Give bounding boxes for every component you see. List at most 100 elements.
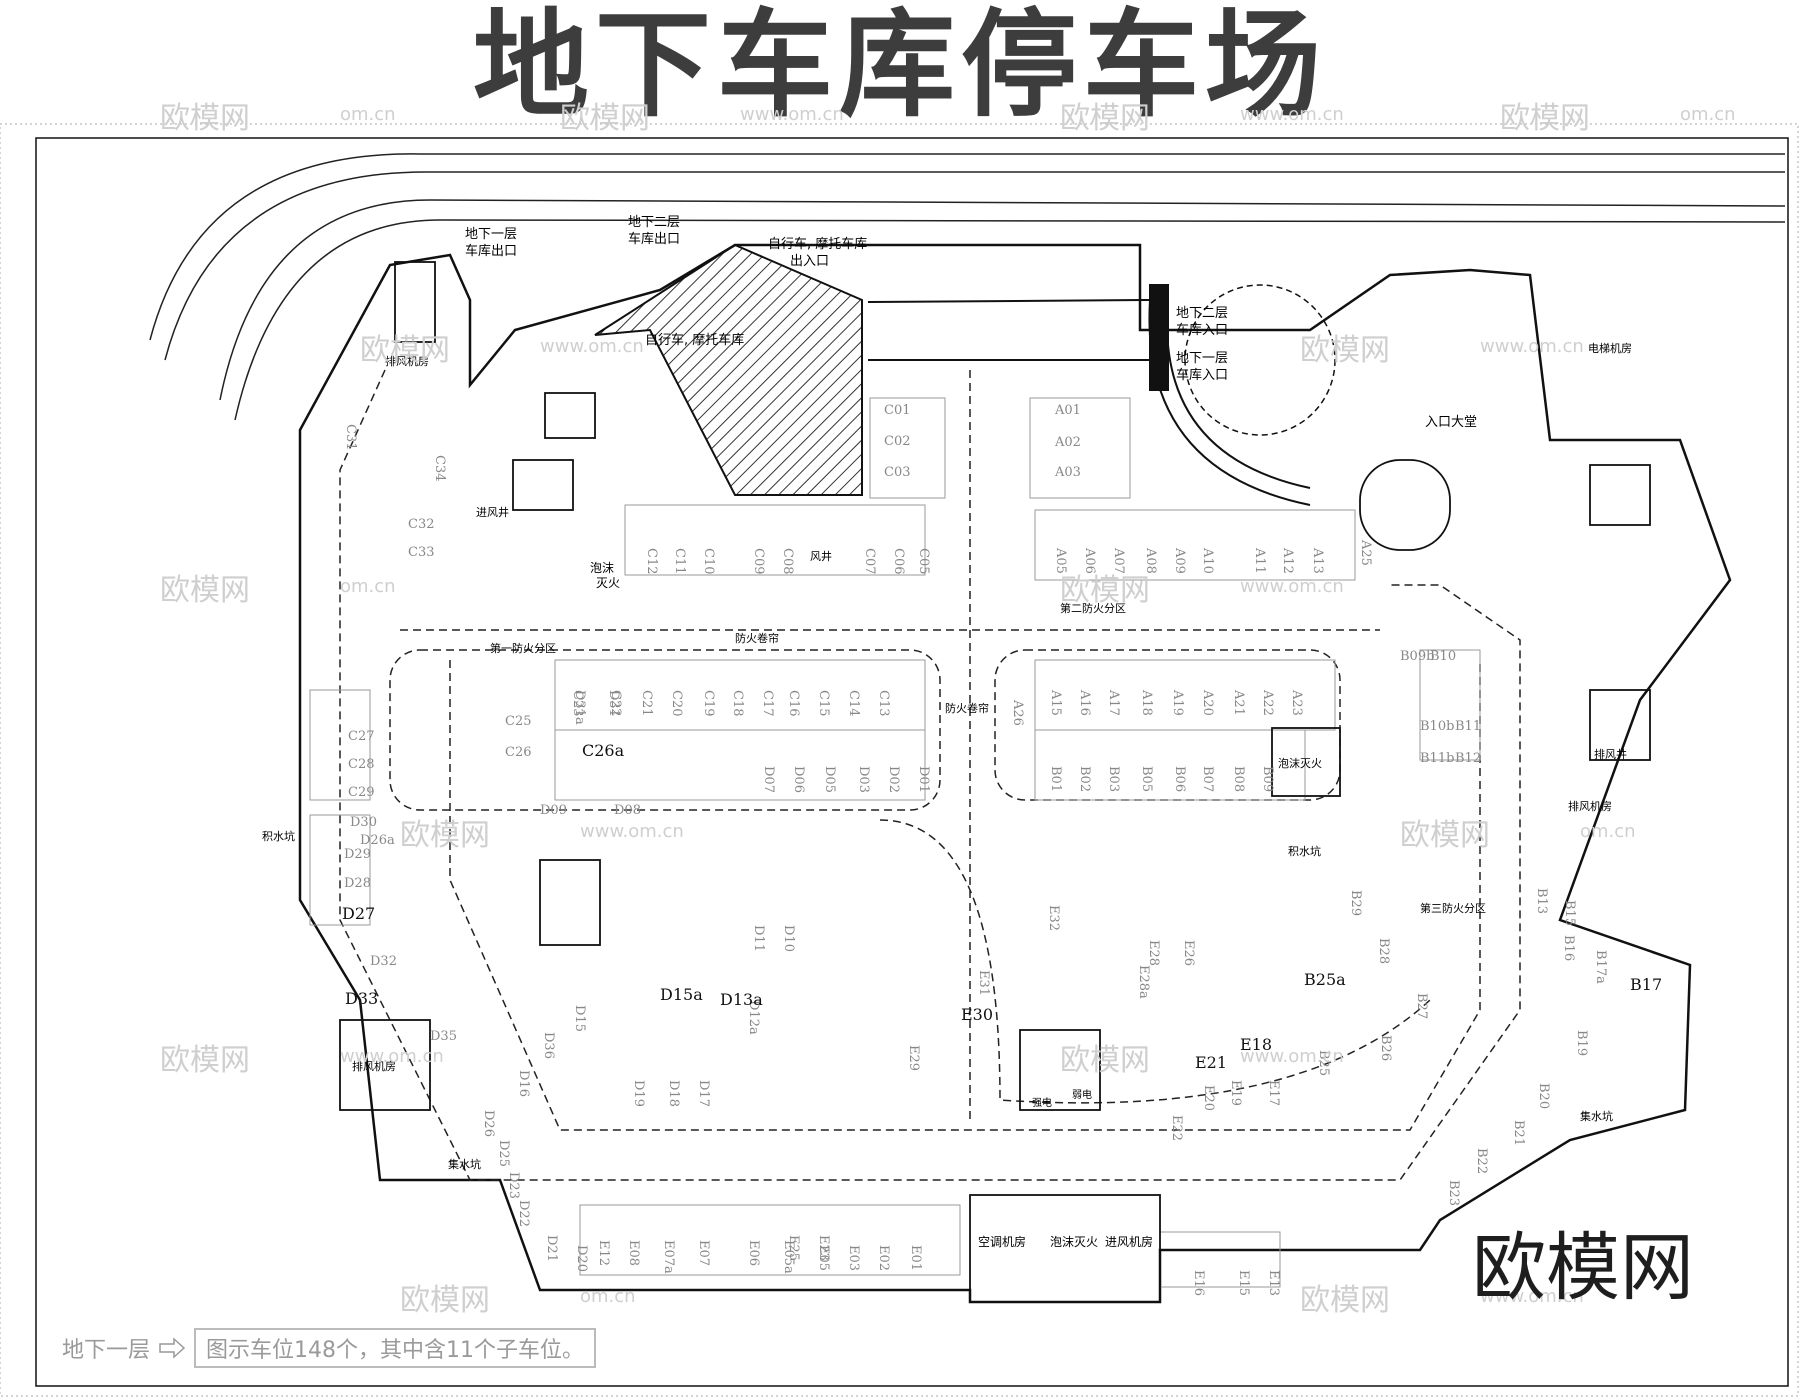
parking-spot-c05: C05	[916, 548, 931, 575]
parking-spot-d09: D09	[540, 803, 567, 818]
parking-spot-a17: A17	[1106, 689, 1121, 716]
parking-spot-d35: D35	[430, 1029, 457, 1044]
exhaust-shaft-label: 排风井	[1594, 747, 1627, 761]
street-curbs	[149, 153, 1786, 421]
parking-spot-d28: D28	[344, 876, 371, 891]
parking-spot-d31a: D31a	[572, 690, 587, 725]
exhaust-room-3-label: 排风机房	[385, 354, 429, 368]
parking-spot-a21: A21	[1231, 689, 1246, 716]
sump-1-label: 积水坑	[262, 829, 295, 843]
parking-spot-b13: B13	[1534, 888, 1549, 914]
parking-spot-e07: E07	[696, 1240, 711, 1266]
parking-spot-d02: D02	[886, 766, 901, 793]
b1-exit-label: 地下一层车库出口	[465, 227, 517, 259]
stair-cores	[339, 261, 1651, 1111]
parking-spot-d22: D22	[516, 1200, 531, 1227]
parking-spot-e12: E12	[596, 1240, 611, 1266]
parking-spot-e06: E06	[746, 1240, 761, 1266]
parking-spot-e16: E16	[1191, 1270, 1206, 1296]
parking-spot-b11: B11	[1455, 719, 1481, 734]
parking-spot-c16: C16	[786, 690, 801, 717]
parking-spot-c08: C08	[780, 548, 795, 575]
parking-spot-b25: B25	[1316, 1050, 1331, 1076]
parking-spot-c23: C23	[570, 690, 585, 717]
parking-spot-c19: C19	[701, 690, 716, 717]
parking-spot-e32: E32	[1046, 905, 1061, 931]
parking-spot-c03: C03	[884, 465, 911, 480]
watermark-domain: www.om.cn	[1240, 576, 1344, 597]
watermark-logo: 欧模网	[160, 1043, 250, 1078]
service-rooms	[969, 727, 1341, 1303]
watermark-domain: www.om.cn	[580, 821, 684, 842]
parking-spot-e31: E31	[976, 970, 991, 996]
bike-garage-area	[594, 243, 863, 496]
parking-spot-a08: A08	[1143, 547, 1158, 574]
parking-spot-d30: D30	[350, 815, 377, 830]
parking-spot-c31: C31	[343, 424, 358, 451]
parking-spot-b16: B16	[1561, 935, 1576, 961]
parking-spot-d27: D27	[342, 904, 375, 923]
parking-spot-a19: A19	[1170, 689, 1185, 716]
parking-spot-b10: B10	[1430, 649, 1456, 664]
parking-spot-a20: A20	[1200, 689, 1215, 716]
parking-spot-d33: D33	[345, 989, 378, 1008]
parking-spot-c22: C22	[608, 690, 623, 717]
parking-spot-d01: D01	[916, 766, 931, 793]
parking-spot-c01: C01	[884, 403, 911, 418]
parking-spot-d26a: D26a	[360, 833, 395, 848]
parking-spot-b03: B03	[1106, 766, 1121, 792]
low-voltage-room-label: 弱电	[1072, 1088, 1092, 1101]
parking-spot-c27: C27	[348, 729, 375, 744]
sump-2-label: 积水坑	[1288, 844, 1321, 858]
parking-spot-a22: A22	[1260, 689, 1275, 716]
parking-spot-b19: B19	[1574, 1030, 1589, 1056]
parking-spot-b17a: B17a	[1593, 950, 1608, 984]
parking-spot-e13: E13	[1266, 1270, 1281, 1296]
parking-spot-d06: D06	[791, 766, 806, 793]
watermark-logo: 欧模网	[1300, 333, 1390, 368]
parking-spot-c26a: C26a	[582, 741, 625, 760]
parking-spot-a01: A01	[1054, 403, 1081, 418]
exhaust-room-2-label: 排风机房	[1568, 799, 1612, 813]
parking-spot-c13: C13	[876, 690, 891, 717]
roundabout	[1184, 284, 1336, 436]
parking-spot-a23: A23	[1289, 689, 1304, 716]
parking-spot-c33: C33	[408, 545, 435, 560]
parking-spot-e30: E30	[961, 1005, 993, 1024]
watermark-domain: www.om.cn	[540, 336, 644, 357]
parking-spot-c29: C29	[348, 785, 375, 800]
parking-spot-e02: E02	[876, 1245, 891, 1271]
parking-spot-c21: C21	[639, 690, 654, 717]
parking-spot-d15: D15	[572, 1005, 587, 1032]
air-intake-label: 进风井	[476, 505, 509, 519]
parking-spot-c34: C34	[432, 455, 447, 482]
bike-entry-label: 自行车, 摩托车库出入口	[768, 236, 867, 269]
parking-spot-a12: A12	[1280, 547, 1295, 574]
parking-spot-c10: C10	[701, 548, 716, 575]
parking-spot-e22: E22	[1169, 1115, 1184, 1141]
watermark-logo: 欧模网	[400, 818, 490, 853]
parking-spot-c25: C25	[505, 714, 532, 729]
parking-spot-e19: E19	[1228, 1080, 1243, 1106]
parking-spot-a26: A26	[1010, 699, 1025, 726]
watermark-domain: www.om.cn	[340, 1046, 444, 1067]
parking-spot-a11: A11	[1252, 547, 1267, 574]
fire-zone-1-label: 第一防火分区	[490, 641, 556, 655]
parking-spot-e29: E29	[906, 1045, 921, 1071]
parking-spot-d03: D03	[856, 766, 871, 793]
exhaust-room-1-label: 排风机房	[352, 1059, 396, 1073]
parking-spot-b26: B26	[1378, 1035, 1393, 1061]
parking-spot-b28: B28	[1376, 938, 1391, 964]
parking-spot-d36: D36	[541, 1032, 556, 1059]
legend-floor: 地下一层	[62, 1338, 151, 1363]
parking-spot-a13: A13	[1310, 547, 1325, 574]
ac-room-label: 空调机房	[978, 1234, 1026, 1249]
parking-spot-d26: D26	[481, 1110, 496, 1137]
parking-spot-b15: B15	[1562, 900, 1577, 926]
parking-spot-c09: C09	[751, 548, 766, 575]
parking-spot-e08: E08	[626, 1240, 641, 1266]
arrow-right-icon	[159, 1337, 186, 1359]
fire-zone-3-label: 第三防火分区	[1420, 901, 1486, 915]
parking-spot-e17: E17	[1266, 1080, 1281, 1106]
